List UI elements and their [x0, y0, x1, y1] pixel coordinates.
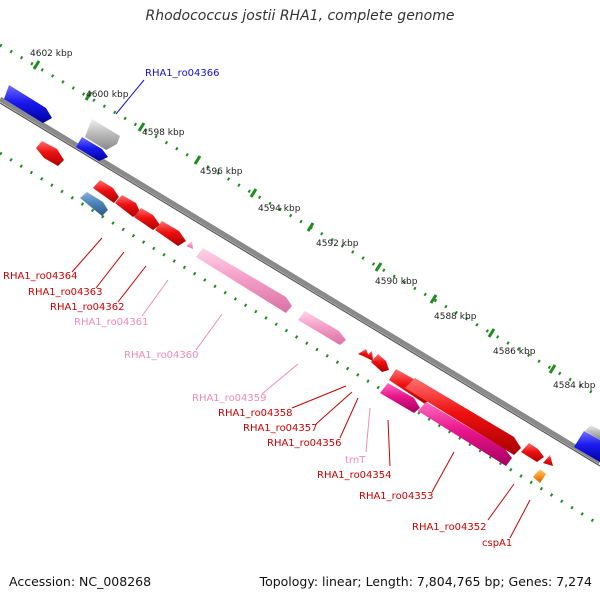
gene-arrow-red[interactable] — [521, 443, 544, 462]
gene-arrow-pink[interactable] — [298, 311, 346, 345]
label-leader-line — [509, 499, 531, 539]
label-leader-line — [117, 265, 147, 303]
label-leader-line — [195, 313, 223, 351]
gene-arrow-pink[interactable] — [186, 241, 193, 249]
kbp-label: 4602 kbp — [30, 49, 73, 59]
gene-arrow-magenta[interactable] — [418, 402, 512, 466]
map-title: Rhodococcus jostii RHA1, complete genome — [145, 8, 455, 24]
gene-arrow-red[interactable] — [543, 455, 553, 466]
gene-arrow-grey[interactable] — [85, 119, 120, 150]
gene-arrow-red[interactable] — [371, 354, 389, 372]
gene-arrow-pink[interactable] — [196, 248, 292, 313]
gene-label[interactable]: RHA1_ro04352 — [412, 522, 487, 533]
genome-backbone-shadow — [0, 102, 600, 467]
kbp-label: 4596 kbp — [200, 167, 243, 177]
gene-label[interactable]: RHA1_ro04354 — [317, 470, 392, 481]
label-leader-line — [95, 251, 125, 289]
label-leader-line — [339, 397, 359, 439]
gene-label[interactable]: RHA1_ro04357 — [243, 423, 318, 434]
gene-label[interactable]: RHA1_ro04364 — [3, 271, 78, 282]
topology-text: Topology: linear; Length: 7,804,765 bp; … — [259, 574, 592, 589]
gene-label[interactable]: RHA1_ro04358 — [218, 408, 293, 419]
accession-text: Accession: NC_008268 — [9, 574, 152, 589]
gene-arrow-magenta[interactable] — [380, 383, 420, 413]
gene-arrow-red[interactable] — [115, 195, 140, 217]
label-leader-line — [141, 279, 169, 317]
gene-arrow-blue[interactable] — [4, 85, 52, 123]
gene-arrow-red[interactable] — [365, 351, 373, 361]
kbp-label: 4594 kbp — [258, 204, 301, 214]
gene-arrow-red[interactable] — [134, 208, 160, 230]
kbp-label: 4588 kbp — [434, 312, 477, 322]
gene-label[interactable]: RHA1_ro04353 — [359, 491, 434, 502]
kbp-label: 4584 kbp — [553, 381, 596, 391]
gene-label[interactable]: trnT — [345, 455, 366, 466]
label-leader-line — [487, 483, 515, 521]
gene-arrow-blue[interactable] — [76, 137, 108, 161]
gene-label[interactable]: RHA1_ro04360 — [124, 350, 199, 361]
gene-arrow-red[interactable] — [93, 180, 119, 203]
kbp-label: 4592 kbp — [316, 239, 359, 249]
gene-label[interactable]: RHA1_ro04363 — [28, 287, 103, 298]
gene-arrow-steel[interactable] — [80, 192, 108, 216]
label-leader-line — [115, 79, 145, 115]
gene-label[interactable]: RHA1_ro04356 — [267, 438, 342, 449]
gene-label[interactable]: RHA1_ro04359 — [192, 393, 267, 404]
label-leader-line — [387, 419, 391, 467]
major-ticks — [32, 60, 557, 374]
kbp-label: 4600 kbp — [86, 90, 129, 100]
gene-arrow-blue[interactable] — [574, 431, 600, 462]
gene-label[interactable]: cspA1 — [482, 538, 512, 549]
gene-arrow-grey[interactable] — [585, 425, 600, 440]
gene-arrow-orange[interactable] — [533, 469, 546, 483]
gene-label[interactable]: RHA1_ro04366 — [145, 68, 220, 79]
gene-arrow-red[interactable] — [155, 221, 186, 246]
gene-label[interactable]: RHA1_ro04361 — [74, 317, 149, 328]
kbp-label: 4598 kbp — [142, 128, 185, 138]
lower-scale-track — [0, 151, 600, 527]
label-leader-line — [315, 391, 353, 425]
gene-arrow-red[interactable] — [36, 141, 64, 166]
gene-arrow-red[interactable] — [405, 378, 521, 455]
label-leader-line — [431, 451, 455, 493]
kbp-label: 4590 kbp — [375, 277, 418, 287]
gene-label[interactable]: RHA1_ro04362 — [50, 302, 125, 313]
label-leader-line — [291, 385, 347, 409]
label-leader-line — [365, 407, 371, 453]
label-leader-line — [261, 363, 299, 395]
kbp-label: 4586 kbp — [493, 347, 536, 357]
label-leader-line — [71, 237, 103, 273]
